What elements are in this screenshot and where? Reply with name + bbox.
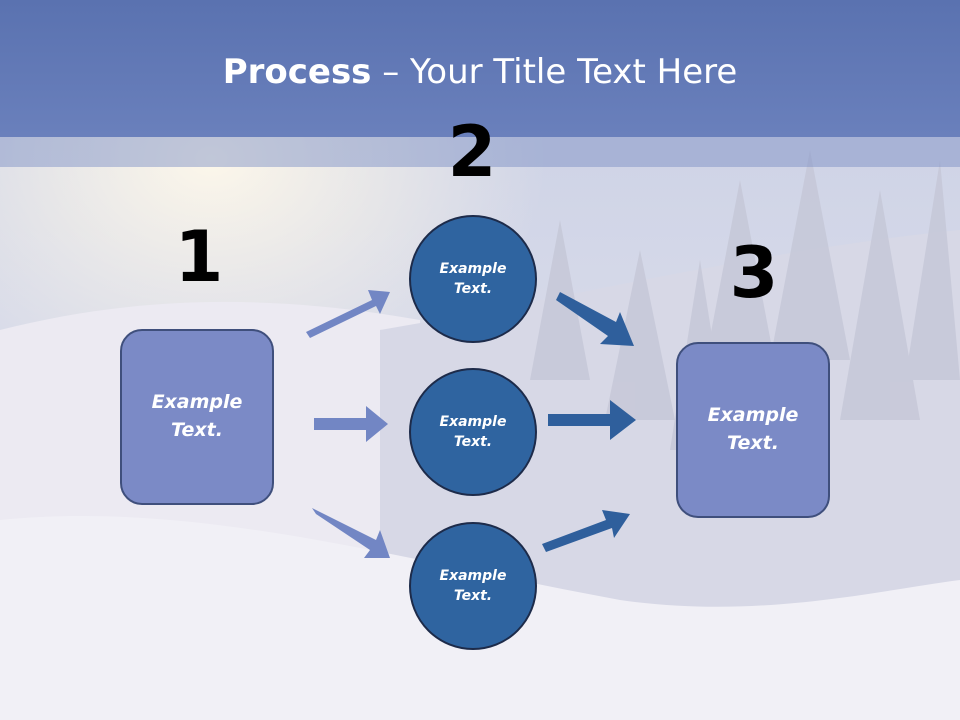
title-bold: Process xyxy=(222,52,372,92)
circle-middle-label: Example Text. xyxy=(439,413,507,450)
arrow-left-middle xyxy=(314,406,388,442)
arrow-left-up xyxy=(306,290,390,338)
arrow-left-down xyxy=(312,508,390,558)
title-rest: – Your Title Text Here xyxy=(371,52,738,92)
circle-top-label: Example Text. xyxy=(439,260,507,297)
arrow-right-up xyxy=(542,510,630,552)
slide-title: Process – Your Title Text Here xyxy=(0,52,960,92)
circle-middle: Example Text. xyxy=(409,368,537,496)
right-box-label: Example Text. xyxy=(707,404,799,454)
circle-bottom-label: Example Text. xyxy=(439,567,507,604)
left-box-label: Example Text. xyxy=(151,391,243,441)
left-arrows xyxy=(306,290,390,558)
arrow-right-down xyxy=(556,292,634,346)
circle-bottom: Example Text. xyxy=(409,522,537,650)
right-arrows xyxy=(542,292,636,552)
right-process-box: Example Text. xyxy=(676,342,830,518)
title-bar xyxy=(0,0,960,137)
arrow-right-middle xyxy=(548,400,636,440)
step-number-3: 3 xyxy=(729,232,779,314)
step-number-2: 2 xyxy=(447,111,497,193)
circle-top: Example Text. xyxy=(409,215,537,343)
left-process-box: Example Text. xyxy=(120,329,274,505)
title-subbar xyxy=(0,137,960,167)
step-number-1: 1 xyxy=(174,216,224,298)
